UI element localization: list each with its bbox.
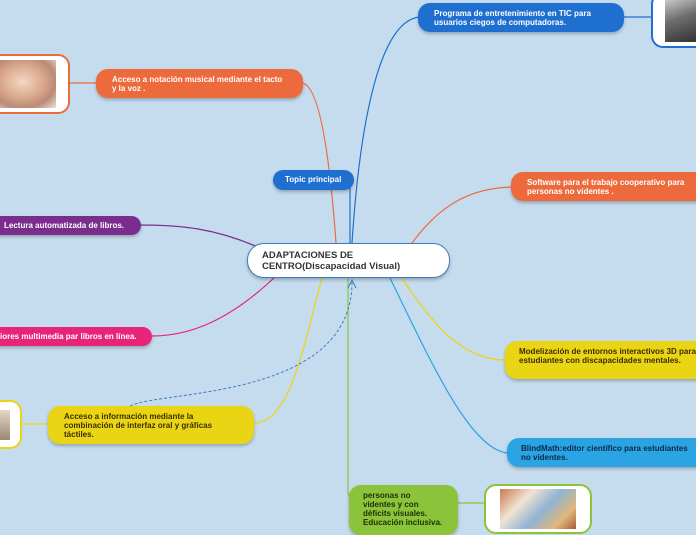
topic-notacion-musical[interactable]: Acceso a notación musical mediante el ta… [96,69,303,98]
central-topic-label: ADAPTACIONES DE CENTRO(Discapacidad Visu… [262,250,400,272]
topic-programa-entretenimiento[interactable]: Programa de entretenimiento en TIC para … [418,3,624,32]
connector-top-right [352,17,420,243]
topic-software-cooperativo[interactable]: Software para el trabajo cooperativo par… [511,172,696,201]
connector-software [412,187,512,243]
image-frame-classroom[interactable] [484,484,592,534]
connector-topic-principal [350,180,354,243]
topic-label: Software para el trabajo cooperativo par… [527,178,684,196]
topic-label: Lectura automatizada de libros. [4,221,124,230]
connector-acceso-info [253,278,322,424]
connector-lectura [140,225,260,248]
image-frame-braille-hands[interactable] [0,54,70,114]
braille-hands-image [0,60,56,108]
image-frame-tactile[interactable] [0,400,22,449]
connector-music [302,83,336,243]
classroom-image [500,489,576,529]
topic-educacion-inclusiva[interactable]: personas no videntes y con déficits visu… [349,485,458,535]
connector-multimedia [152,276,276,336]
topic-acceso-informacion[interactable]: Acceso a información mediante la combina… [48,406,254,444]
connector-green [348,278,350,500]
topic-label: personas no videntes y con déficits visu… [363,491,442,527]
topic-label: BlindMath:editor científico para estudia… [521,444,688,462]
topic-label: Acceso a información mediante la combina… [64,412,212,439]
connector-modelizacion [402,278,506,360]
image-frame-computer[interactable] [651,0,696,48]
topic-label: Modelización de entornos interactivos 3D… [519,347,696,365]
topic-label: Topic principal [285,175,341,184]
central-topic[interactable]: ADAPTACIONES DE CENTRO(Discapacidad Visu… [247,243,450,278]
topic-label: Acceso a notación musical mediante el ta… [112,75,282,93]
relationship-dashed-arrow [130,282,352,406]
topic-editores-multimedia[interactable]: iores multimedia par libros en línea. [0,327,152,346]
computer-user-image [665,0,696,42]
connector-blindmath [390,278,508,453]
topic-principal[interactable]: Topic principal [273,170,354,190]
topic-label: Programa de entretenimiento en TIC para … [434,9,591,27]
topic-label: iores multimedia par libros en línea. [0,332,136,341]
topic-lectura-automatizada[interactable]: Lectura automatizada de libros. [0,216,141,235]
topic-blindmath[interactable]: BlindMath:editor científico para estudia… [507,438,696,467]
topic-modelizacion-3d[interactable]: Modelización de entornos interactivos 3D… [505,341,696,379]
tactile-graphics-image [0,410,10,440]
